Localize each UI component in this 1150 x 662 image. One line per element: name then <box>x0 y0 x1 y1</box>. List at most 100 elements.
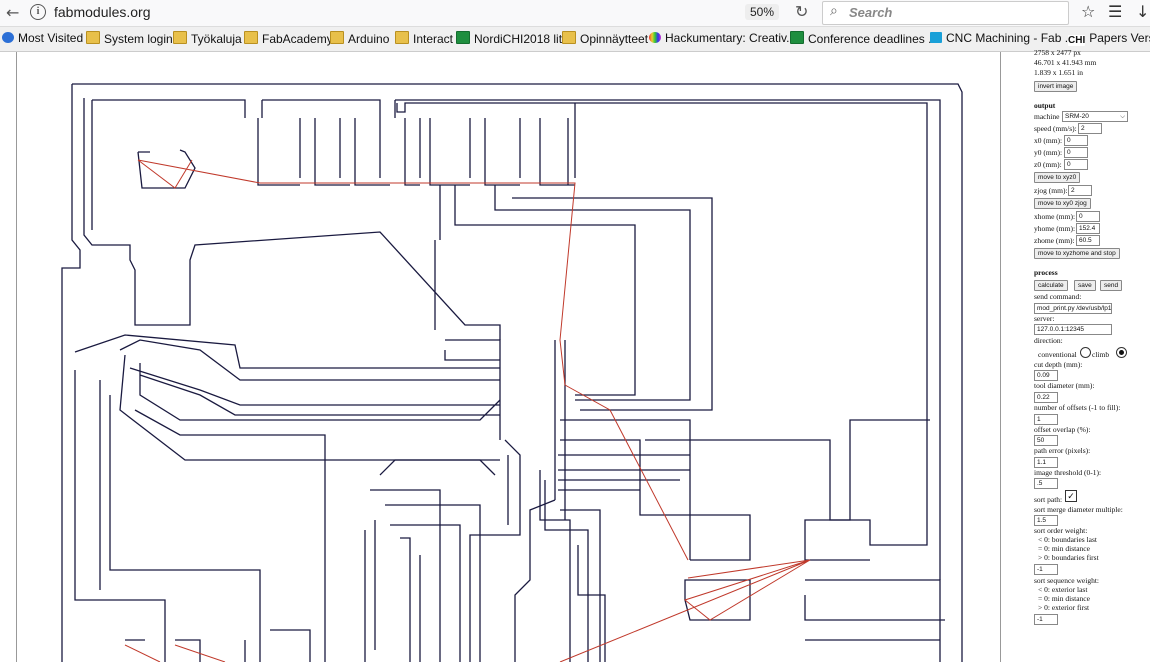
rainbow-icon <box>649 32 661 43</box>
z0-label: z0 (mm): <box>1034 160 1062 169</box>
toolpath-preview[interactable] <box>0 52 1010 662</box>
send-command-input[interactable]: mod_print.py /dev/usb/lp1 <box>1034 303 1112 314</box>
library-icon[interactable]: ☰ <box>1108 2 1123 21</box>
middle-traces <box>434 185 713 411</box>
zhome-input[interactable]: 60.5 <box>1076 235 1100 246</box>
sheet-icon <box>456 31 470 44</box>
bookmark-hackumentary[interactable]: Hackumentary: Creativ... <box>649 31 796 45</box>
climb-label: climb <box>1092 350 1110 359</box>
size-in: 1.839 x 1.651 in <box>1034 68 1083 77</box>
travel-path-right <box>559 559 811 662</box>
overlap-input[interactable]: 50 <box>1034 435 1058 446</box>
climb-radio[interactable] <box>1116 347 1127 358</box>
bookmark-system-login[interactable]: System login <box>86 31 173 46</box>
process-heading: process <box>1034 268 1058 277</box>
url-text[interactable]: fabmodules.org <box>54 4 151 20</box>
bookmark-fabacademy[interactable]: FabAcademy <box>244 31 333 46</box>
chevron-down-icon: ⌵ <box>1120 113 1125 120</box>
tool-diameter-input[interactable]: 0.22 <box>1034 392 1058 403</box>
server-input[interactable]: 127.0.0.1:12345 <box>1034 324 1112 335</box>
sort-path-label: sort path: <box>1034 495 1063 504</box>
bookmark-star-icon[interactable]: ☆ <box>1081 2 1096 21</box>
move-xy0-button[interactable]: move to xy0 zjog <box>1034 198 1091 209</box>
move-xyz0-button[interactable]: move to xyz0 <box>1034 172 1081 183</box>
machine-select[interactable]: SRM-20⌵ <box>1062 111 1128 122</box>
seq-lt: < 0: exterior last <box>1038 585 1088 594</box>
bookmark-tyokaluja[interactable]: Työkaluja <box>173 31 242 46</box>
bookmark-most-visited[interactable]: Most Visited <box>2 31 83 45</box>
board-outline <box>61 83 963 662</box>
move-home-button[interactable]: move to xyzhome and stop <box>1034 248 1120 259</box>
seq-eq: = 0: min distance <box>1038 594 1090 603</box>
cut-depth-label: cut depth (mm): <box>1034 360 1083 369</box>
save-button[interactable]: save <box>1074 280 1096 291</box>
top-traces <box>91 99 941 580</box>
path-error-input[interactable]: 1.1 <box>1034 457 1058 468</box>
bookmark-arduino[interactable]: Arduino <box>330 31 389 46</box>
pad-rows <box>257 118 575 186</box>
search-icon: ⌕ <box>830 3 838 19</box>
pad-verticals <box>299 118 576 178</box>
bottom-left-traces <box>74 370 311 662</box>
cut-depth-input[interactable]: 0.09 <box>1034 370 1058 381</box>
reload-icon[interactable]: ↻ <box>795 2 809 21</box>
bookmark-cnc-machining[interactable]: CNC Machining - Fab ... <box>930 31 1075 45</box>
calculate-button[interactable]: calculate <box>1034 280 1068 291</box>
zoom-level[interactable]: 50% <box>745 4 779 20</box>
bookmark-nordichi[interactable]: NordiCHI2018 lit <box>456 31 562 46</box>
lower-traces <box>364 439 521 662</box>
speed-label: speed (mm/s): <box>1034 124 1077 133</box>
bookmark-conference-deadlines[interactable]: Conference deadlines ... <box>790 31 938 46</box>
offsets-label: number of offsets (-1 to fill): <box>1034 403 1121 412</box>
order-weight-input[interactable]: -1 <box>1034 564 1058 575</box>
xhome-input[interactable]: 0 <box>1076 211 1100 222</box>
cnc-icon <box>930 32 942 43</box>
offsets-input[interactable]: 1 <box>1034 414 1058 425</box>
control-panel: 2758 x 2477 px 46.701 x 41.943 mm 1.839 … <box>1030 48 1150 662</box>
seq-weight-label: sort sequence weight: <box>1034 576 1099 585</box>
x0-input[interactable]: 0 <box>1064 135 1088 146</box>
merge-input[interactable]: 1.5 <box>1034 515 1058 526</box>
zhome-label: zhome (mm): <box>1034 236 1075 245</box>
folder-icon <box>395 31 409 44</box>
bookmarks-toolbar: Most Visited System login Työkaluja FabA… <box>0 27 1150 52</box>
search-input[interactable]: ⌕ Search <box>822 1 1069 25</box>
bookmark-opinnaytteet[interactable]: Opinnäytteet <box>562 31 648 46</box>
sort-path-checkbox[interactable]: ✓ <box>1065 490 1077 502</box>
folder-icon <box>244 31 258 44</box>
bookmark-interact[interactable]: Interact <box>395 31 453 46</box>
send-command-label: send command: <box>1034 292 1082 301</box>
page-left-border <box>16 52 17 662</box>
yhome-label: yhome (mm): <box>1034 224 1076 233</box>
radio-selected-dot <box>1119 350 1124 355</box>
folder-icon <box>173 31 187 44</box>
travel-path-bottom-left <box>124 644 226 662</box>
seq-weight-input[interactable]: -1 <box>1034 614 1058 625</box>
y0-input[interactable]: 0 <box>1064 147 1088 158</box>
info-icon[interactable]: i <box>30 4 46 20</box>
yhome-input[interactable]: 152.4 <box>1076 223 1100 234</box>
threshold-input[interactable]: .5 <box>1034 478 1058 489</box>
travel-moves <box>124 159 811 662</box>
overlap-label: offset overlap (%): <box>1034 425 1091 434</box>
send-button[interactable]: send <box>1100 280 1123 291</box>
invert-image-button[interactable]: invert image <box>1034 81 1078 92</box>
zjog-input[interactable]: 2 <box>1068 185 1092 196</box>
chi-icon: CHI <box>1068 35 1086 46</box>
top-right-loop <box>396 102 928 561</box>
order-gt: > 0: boundaries first <box>1038 553 1099 562</box>
merge-label: sort merge diameter multiple: <box>1034 505 1123 514</box>
conventional-radio[interactable] <box>1080 347 1091 358</box>
toolpath-traces <box>61 83 963 662</box>
size-mm: 46.701 x 41.943 mm <box>1034 58 1097 67</box>
tool-diameter-label: tool diameter (mm): <box>1034 381 1095 390</box>
sheet-icon <box>790 31 804 44</box>
direction-label: direction: <box>1034 336 1063 345</box>
back-icon[interactable]: ← <box>6 3 20 22</box>
speed-input[interactable]: 2 <box>1078 123 1102 134</box>
size-px: 2758 x 2477 px <box>1034 48 1081 57</box>
left-upper-pad <box>137 149 196 189</box>
z0-input[interactable]: 0 <box>1064 159 1088 170</box>
download-icon[interactable]: ↓ <box>1136 2 1150 21</box>
